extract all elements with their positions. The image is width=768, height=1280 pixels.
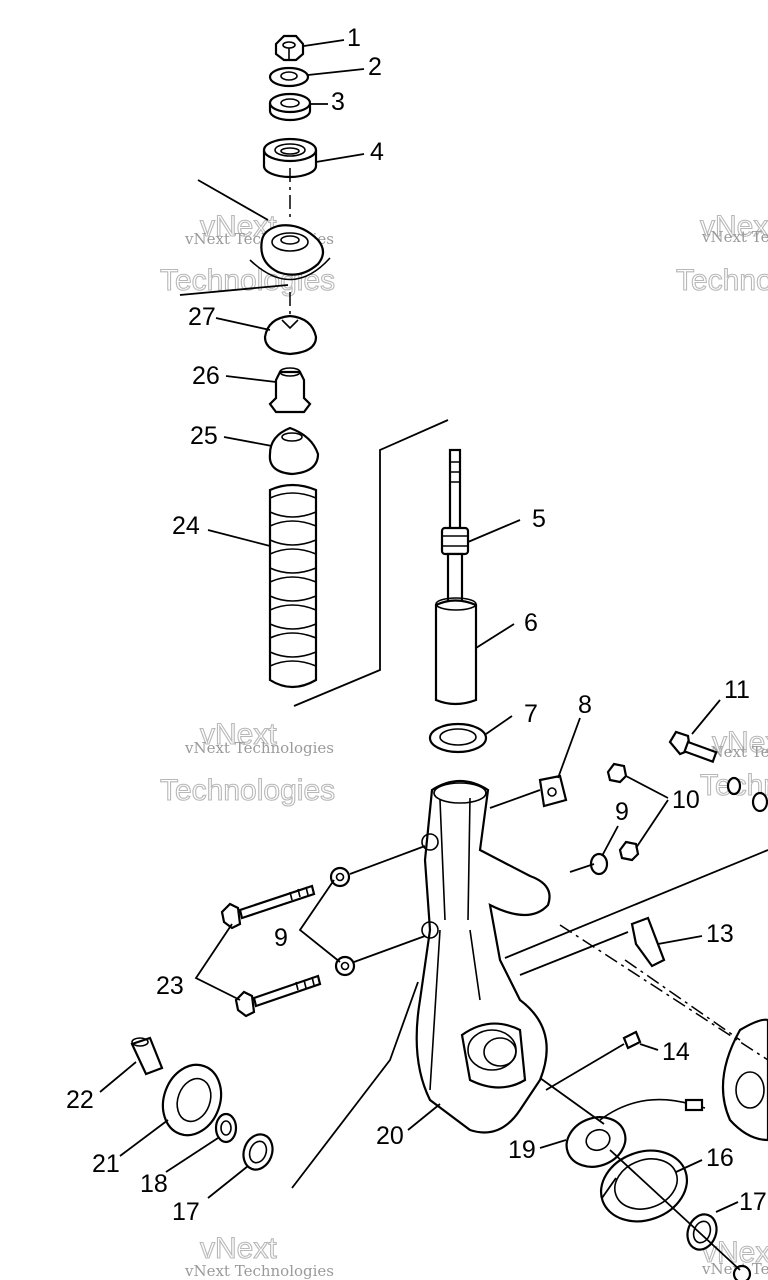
strut-mount-plate — [179, 179, 331, 296]
part-24-coil-spring — [268, 483, 318, 689]
part-11-bolt — [668, 730, 768, 813]
callout-4: 4 — [370, 138, 384, 166]
callout-9-right: 9 — [615, 798, 629, 826]
watermark-vnext-5: vNext — [200, 1232, 277, 1265]
part-20-steering-knuckle — [415, 779, 551, 1134]
callout-14: 14 — [662, 1038, 690, 1066]
callout-18: 18 — [140, 1170, 168, 1198]
callout-24: 24 — [172, 512, 200, 540]
assembly-lines — [291, 789, 768, 1271]
callout-16: 16 — [706, 1144, 734, 1172]
callout-leaders — [99, 39, 739, 1213]
watermark-vnext-3: vNext — [200, 718, 277, 751]
callout-9-left: 9 — [274, 924, 288, 952]
wheel-hub-partial — [721, 1018, 768, 1280]
callout-23: 23 — [156, 972, 184, 1000]
callout-8: 8 — [578, 691, 592, 719]
part-18-bearing — [214, 1112, 238, 1144]
watermark-text-2: vNext Technologies — [701, 228, 768, 246]
watermark-vnext-4: vNext — [712, 726, 768, 759]
callout-13: 13 — [706, 920, 734, 948]
shock-assembly-bracket-line — [293, 419, 449, 707]
callout-17-left: 17 — [172, 1198, 200, 1226]
callout-10: 10 — [672, 786, 700, 814]
part-7-seal-ring — [428, 722, 488, 754]
callout-labels: 1 2 3 4 5 6 7 8 9 9 10 11 13 14 16 17 17… — [66, 24, 767, 1226]
callout-2: 2 — [368, 53, 382, 81]
callout-6: 6 — [524, 609, 538, 637]
part-9-washers — [329, 852, 609, 977]
callout-7: 7 — [524, 700, 538, 728]
part-14-sensor-pin — [622, 1030, 642, 1050]
watermark-vnext-2: vNext — [700, 210, 768, 243]
part-27-bump-stop — [263, 314, 318, 356]
watermark-tech-2: Technologies — [676, 264, 768, 297]
callout-26: 26 — [192, 362, 220, 390]
callout-19: 19 — [508, 1136, 536, 1164]
part-22-plug — [130, 1036, 164, 1076]
part-19-spacer-ring — [565, 1098, 706, 1168]
callout-21: 21 — [92, 1150, 120, 1178]
part-8-bracket-tab — [538, 774, 568, 808]
part-4-bearing — [262, 137, 318, 179]
part-2-washer — [268, 66, 310, 88]
callout-20: 20 — [376, 1122, 404, 1150]
part-1-nut — [274, 34, 305, 62]
part-17-ring-left — [242, 1133, 274, 1171]
callout-3: 3 — [331, 88, 345, 116]
part-25-spring-seat — [268, 426, 320, 476]
callout-11: 11 — [724, 676, 750, 704]
callout-5: 5 — [532, 505, 546, 533]
watermark-text-4: vNext Technologies — [701, 743, 768, 761]
callout-25: 25 — [190, 422, 218, 450]
callout-27: 27 — [188, 303, 216, 331]
part-10-nuts — [606, 762, 640, 862]
part-16-brake-drum-ring — [599, 1149, 689, 1223]
part-5-6-shock-absorber — [434, 448, 478, 706]
part-26-bushing — [268, 367, 312, 414]
watermark-text-3: vNext Technologies — [184, 739, 334, 757]
part-23-bolts — [220, 884, 322, 1018]
watermark-tech-3: Technologies — [160, 774, 335, 807]
watermark-text-5: vNext Technologies — [184, 1262, 334, 1280]
watermark-group: vNext vNext Technologies Technologies vN… — [159, 209, 768, 1280]
part-13-block — [630, 916, 666, 968]
callout-1: 1 — [347, 24, 361, 52]
callout-22: 22 — [66, 1086, 94, 1114]
part-21-seal — [161, 1063, 223, 1137]
part-3-washer — [268, 92, 312, 122]
callout-17-right: 17 — [739, 1188, 767, 1216]
